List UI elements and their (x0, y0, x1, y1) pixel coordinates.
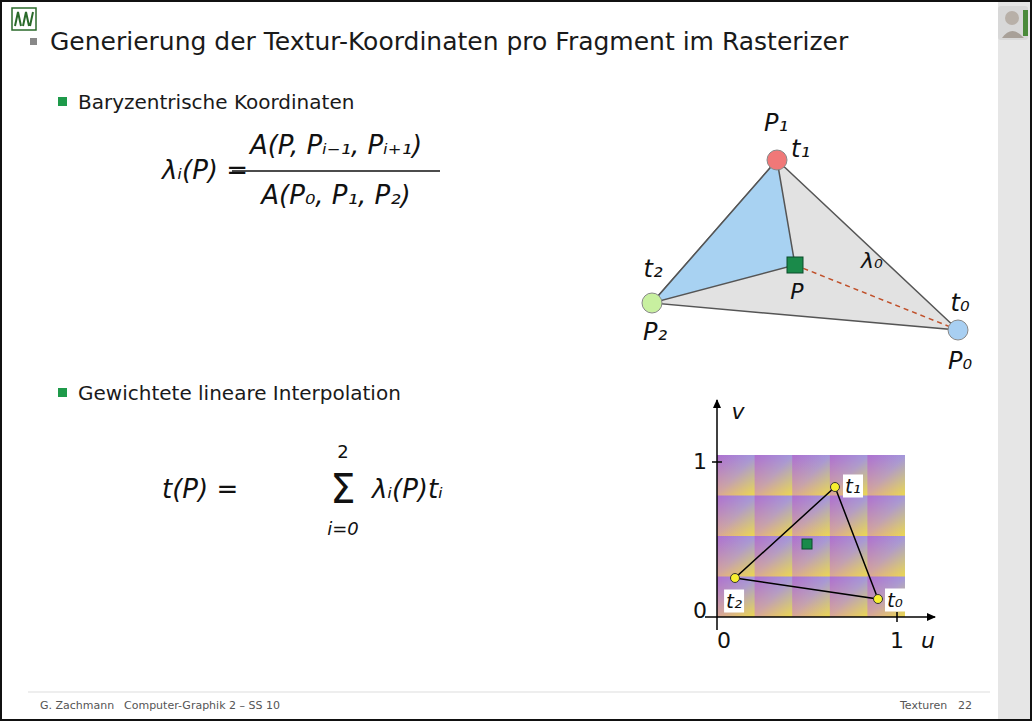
footer-rule (28, 692, 990, 693)
sum-symbol: Σ (330, 466, 355, 512)
bullet-text: Gewichtete lineare Interpolation (78, 382, 401, 405)
formula-part: λᵢ(P) = (162, 156, 248, 186)
vertex-label: t₁ (791, 136, 810, 164)
texture-plot (705, 400, 935, 630)
slide-title: Generierung der Textur-Koordinaten pro F… (50, 28, 848, 57)
formula-part: t(P) = (162, 475, 238, 505)
formula-part: λᵢ(P)tᵢ (372, 475, 443, 505)
triangle-illustration (642, 150, 968, 340)
axis-label: v (731, 399, 744, 424)
bullet (58, 388, 67, 397)
distance-label: λ₀ (861, 248, 883, 273)
vertex-label: t₂ (643, 256, 662, 284)
vertex-label: P₂ (643, 319, 667, 347)
formula-numerator: A(P, Pᵢ₋₁, Pᵢ₊₁) (250, 131, 422, 161)
bullet-text: Baryzentrische Koordinaten (78, 91, 354, 114)
texcoord-label: t₀ (885, 589, 905, 612)
point-label: P (790, 279, 803, 304)
vertex-label: P₁ (764, 110, 788, 138)
texcoord-label: t₁ (843, 475, 863, 498)
formula-denominator: A(P₀, P₁, P₂) (261, 181, 410, 211)
sum-upper-limit: 2 (337, 442, 348, 463)
university-logo (12, 8, 37, 45)
footer-section: Texturen (900, 700, 947, 713)
vertex-label: t₀ (950, 290, 969, 318)
footer-author: G. Zachmann (40, 700, 114, 713)
page-number: 22 (958, 700, 972, 713)
fraction-bar (232, 170, 440, 172)
sum-lower-limit: i=0 (327, 519, 359, 540)
portrait-icon (998, 6, 1028, 40)
tick-label: 0 (693, 598, 707, 623)
tick-label: 0 (717, 628, 731, 653)
side-panel (998, 2, 1030, 719)
tick-label: 1 (890, 628, 904, 653)
axis-label: u (921, 628, 935, 653)
vertex-label: P₀ (948, 348, 972, 376)
texcoord-label: t₂ (724, 590, 744, 613)
bullet (58, 97, 67, 106)
footer-course: Computer-Graphik 2 – SS 10 (124, 700, 280, 713)
tick-label: 1 (693, 449, 707, 474)
